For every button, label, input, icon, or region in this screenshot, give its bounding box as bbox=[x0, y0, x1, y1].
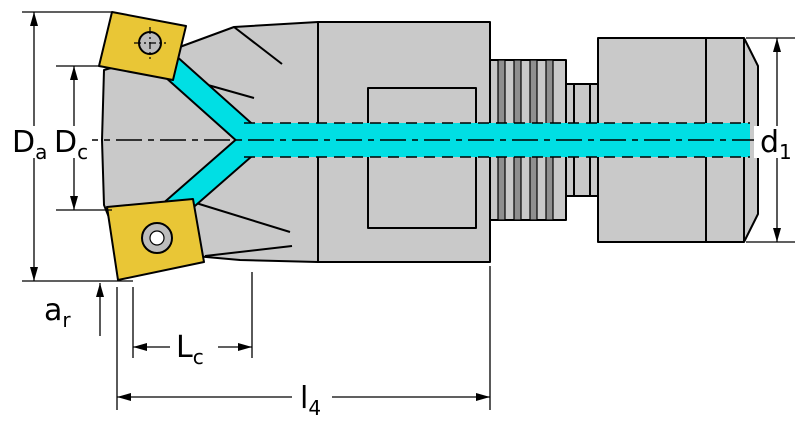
label-masks bbox=[8, 126, 798, 412]
coolant-bore-group bbox=[244, 123, 750, 157]
mask-Da bbox=[8, 126, 50, 158]
mask-l4 bbox=[292, 380, 332, 412]
mask-Lc bbox=[170, 330, 218, 360]
label-l4: l4 bbox=[300, 381, 321, 420]
label-Dc: Dc bbox=[54, 125, 88, 164]
insert-bottom-screw-inner bbox=[149, 230, 165, 246]
lower-pocket-line-2 bbox=[204, 245, 293, 257]
drawing-root: Da Dc ar Lc l4 d1 bbox=[8, 11, 798, 420]
inserts-group bbox=[98, 11, 205, 281]
lower-pocket-line-1 bbox=[195, 202, 291, 233]
mask-Dc bbox=[50, 126, 92, 158]
arrow-Lc-left bbox=[133, 343, 147, 351]
arrowheads bbox=[30, 12, 781, 401]
arrow-Da-bottom bbox=[30, 267, 38, 281]
label-d1: d1 bbox=[760, 125, 792, 164]
body-panel bbox=[367, 87, 477, 229]
label-ar: ar bbox=[44, 293, 71, 332]
arrow-Dc-top bbox=[70, 66, 78, 80]
arrow-Dc-bottom bbox=[70, 196, 78, 210]
label-Da: Da bbox=[12, 125, 47, 164]
label-Lc: Lc bbox=[176, 330, 204, 369]
arrow-l4-left bbox=[117, 393, 131, 401]
head-facet-line bbox=[233, 26, 283, 65]
arrow-l4-right bbox=[476, 393, 490, 401]
arrow-d1-top bbox=[773, 38, 781, 52]
mask-d1 bbox=[754, 126, 798, 158]
arrow-d1-bottom bbox=[773, 228, 781, 242]
arrow-ar bbox=[96, 283, 104, 297]
arrow-Lc-right bbox=[238, 343, 252, 351]
coolant-bore bbox=[244, 123, 750, 157]
arrow-Da-top bbox=[30, 12, 38, 26]
